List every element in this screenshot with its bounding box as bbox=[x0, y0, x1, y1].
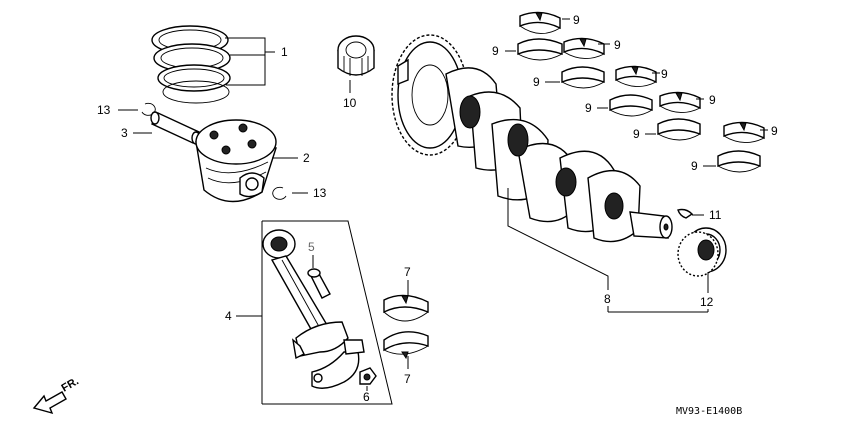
callout-label-11: 11 bbox=[709, 208, 722, 222]
callout-9-j: 9 bbox=[691, 159, 716, 173]
piston-rings bbox=[151, 25, 231, 104]
piston-pin bbox=[150, 111, 201, 145]
front-direction-label: FR. bbox=[60, 375, 81, 394]
callout-13-upper: 13 bbox=[97, 103, 138, 117]
callout-label-9-f: 9 bbox=[585, 101, 592, 115]
main-bearing-4 bbox=[561, 66, 605, 89]
callout-9-d: 9 bbox=[533, 75, 560, 89]
connecting-rod-group-bracket bbox=[236, 220, 393, 405]
main-bearing-7 bbox=[659, 91, 701, 113]
callout-label-4: 4 bbox=[225, 309, 232, 323]
main-bearing-9 bbox=[723, 121, 765, 143]
circlip-lower bbox=[272, 186, 287, 200]
main-bearing-6 bbox=[609, 94, 653, 117]
callout-9-g: 9 bbox=[696, 93, 716, 107]
main-bearing-3 bbox=[563, 37, 605, 59]
callout-label-9-h: 9 bbox=[633, 127, 640, 141]
main-bearing-1 bbox=[519, 11, 561, 34]
callout-7-lower: 7 bbox=[404, 356, 411, 386]
sprocket-bearing bbox=[337, 35, 375, 76]
callout-label-8: 8 bbox=[604, 292, 611, 306]
callout-label-13-lower: 13 bbox=[313, 186, 327, 200]
woodruff-key bbox=[677, 208, 694, 219]
circlip-upper bbox=[141, 102, 156, 116]
callout-9-c: 9 bbox=[598, 38, 621, 52]
callout-label-1: 1 bbox=[281, 45, 288, 59]
main-bearing-5 bbox=[615, 65, 657, 87]
callout-9-b: 9 bbox=[492, 44, 516, 58]
callout-5: 5 bbox=[308, 240, 315, 268]
piston bbox=[195, 119, 277, 203]
callout-label-12: 12 bbox=[700, 295, 714, 309]
callout-13-lower: 13 bbox=[292, 186, 327, 200]
rod-bolt bbox=[307, 268, 331, 299]
callout-label-9-i: 9 bbox=[771, 124, 778, 138]
callout-1: 1 bbox=[225, 37, 288, 86]
callout-label-9-b: 9 bbox=[492, 44, 499, 58]
rod-bearing-upper bbox=[383, 294, 429, 322]
callout-9-i: 9 bbox=[760, 124, 778, 138]
callout-10: 10 bbox=[343, 80, 357, 110]
callout-label-3: 3 bbox=[121, 126, 128, 140]
diagram-code: MV93-E1400B bbox=[676, 406, 742, 417]
callout-9-a: 9 bbox=[562, 13, 580, 27]
main-bearing-10 bbox=[717, 150, 761, 173]
callout-7-upper: 7 bbox=[404, 265, 411, 296]
callout-label-5: 5 bbox=[308, 240, 315, 254]
callout-6: 6 bbox=[363, 386, 370, 404]
rod-nut bbox=[359, 367, 377, 385]
callout-label-9-e: 9 bbox=[661, 67, 668, 81]
rod-bearing-lower bbox=[383, 331, 429, 360]
crankshaft bbox=[391, 34, 673, 243]
callout-12: 12 bbox=[700, 272, 714, 312]
callout-label-9-d: 9 bbox=[533, 75, 540, 89]
callout-3: 3 bbox=[121, 126, 152, 140]
callout-label-9-j: 9 bbox=[691, 159, 698, 173]
callout-label-9-a: 9 bbox=[573, 13, 580, 27]
callout-label-13-upper: 13 bbox=[97, 103, 111, 117]
connecting-rod bbox=[262, 229, 349, 360]
callout-9-f: 9 bbox=[585, 101, 608, 115]
callout-9-e: 9 bbox=[652, 67, 668, 81]
callout-9-h: 9 bbox=[633, 127, 656, 141]
main-bearing-2 bbox=[517, 38, 563, 61]
callout-2: 2 bbox=[272, 151, 310, 165]
callout-label-7-upper: 7 bbox=[404, 265, 411, 279]
callout-label-6: 6 bbox=[363, 390, 370, 404]
main-bearing-8 bbox=[657, 118, 701, 141]
callout-label-7-lower: 7 bbox=[404, 372, 411, 386]
callout-label-2: 2 bbox=[303, 151, 310, 165]
callout-4: 4 bbox=[225, 309, 232, 323]
crank-end-bearing bbox=[677, 227, 727, 277]
front-direction-arrow: FR. bbox=[32, 375, 81, 415]
callout-label-9-c: 9 bbox=[614, 38, 621, 52]
callout-label-9-g: 9 bbox=[709, 93, 716, 107]
callout-11: 11 bbox=[692, 208, 722, 222]
callout-label-10: 10 bbox=[343, 96, 357, 110]
connecting-rod-cap bbox=[311, 339, 365, 389]
callout-8: 8 bbox=[507, 188, 708, 313]
arrow-icon bbox=[32, 391, 67, 415]
